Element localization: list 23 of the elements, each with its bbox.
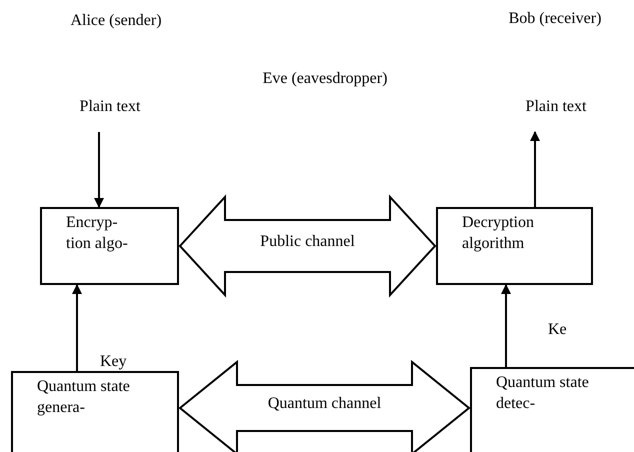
role-label: Bob (receiver) [508, 9, 602, 29]
text-label: Plain text [526, 96, 586, 117]
box-text: Encryp- tion algo- [66, 213, 129, 254]
edge-label: Ke [548, 320, 567, 340]
edge-label: Quantum channel [266, 394, 382, 414]
arrow [94, 132, 104, 208]
edge-label: Public channel [259, 232, 356, 252]
edge-label: Key [100, 352, 127, 372]
process-box [40, 207, 179, 285]
double-block-arrow [178, 360, 471, 452]
process-box [470, 367, 634, 452]
role-label: Alice (sender) [69, 11, 163, 31]
box-text: Decryption algorithm [462, 213, 535, 254]
text-label: Plain text [80, 96, 140, 117]
arrow [501, 284, 511, 367]
role-label: Eve (eavesdropper) [262, 69, 388, 89]
process-box [11, 371, 179, 452]
box-text: Quantum state detec- [496, 373, 590, 414]
process-box [436, 207, 593, 285]
box-text: Quantum state genera- [37, 377, 131, 418]
arrow [530, 131, 540, 207]
double-block-arrow [178, 194, 436, 298]
arrow [72, 284, 82, 371]
